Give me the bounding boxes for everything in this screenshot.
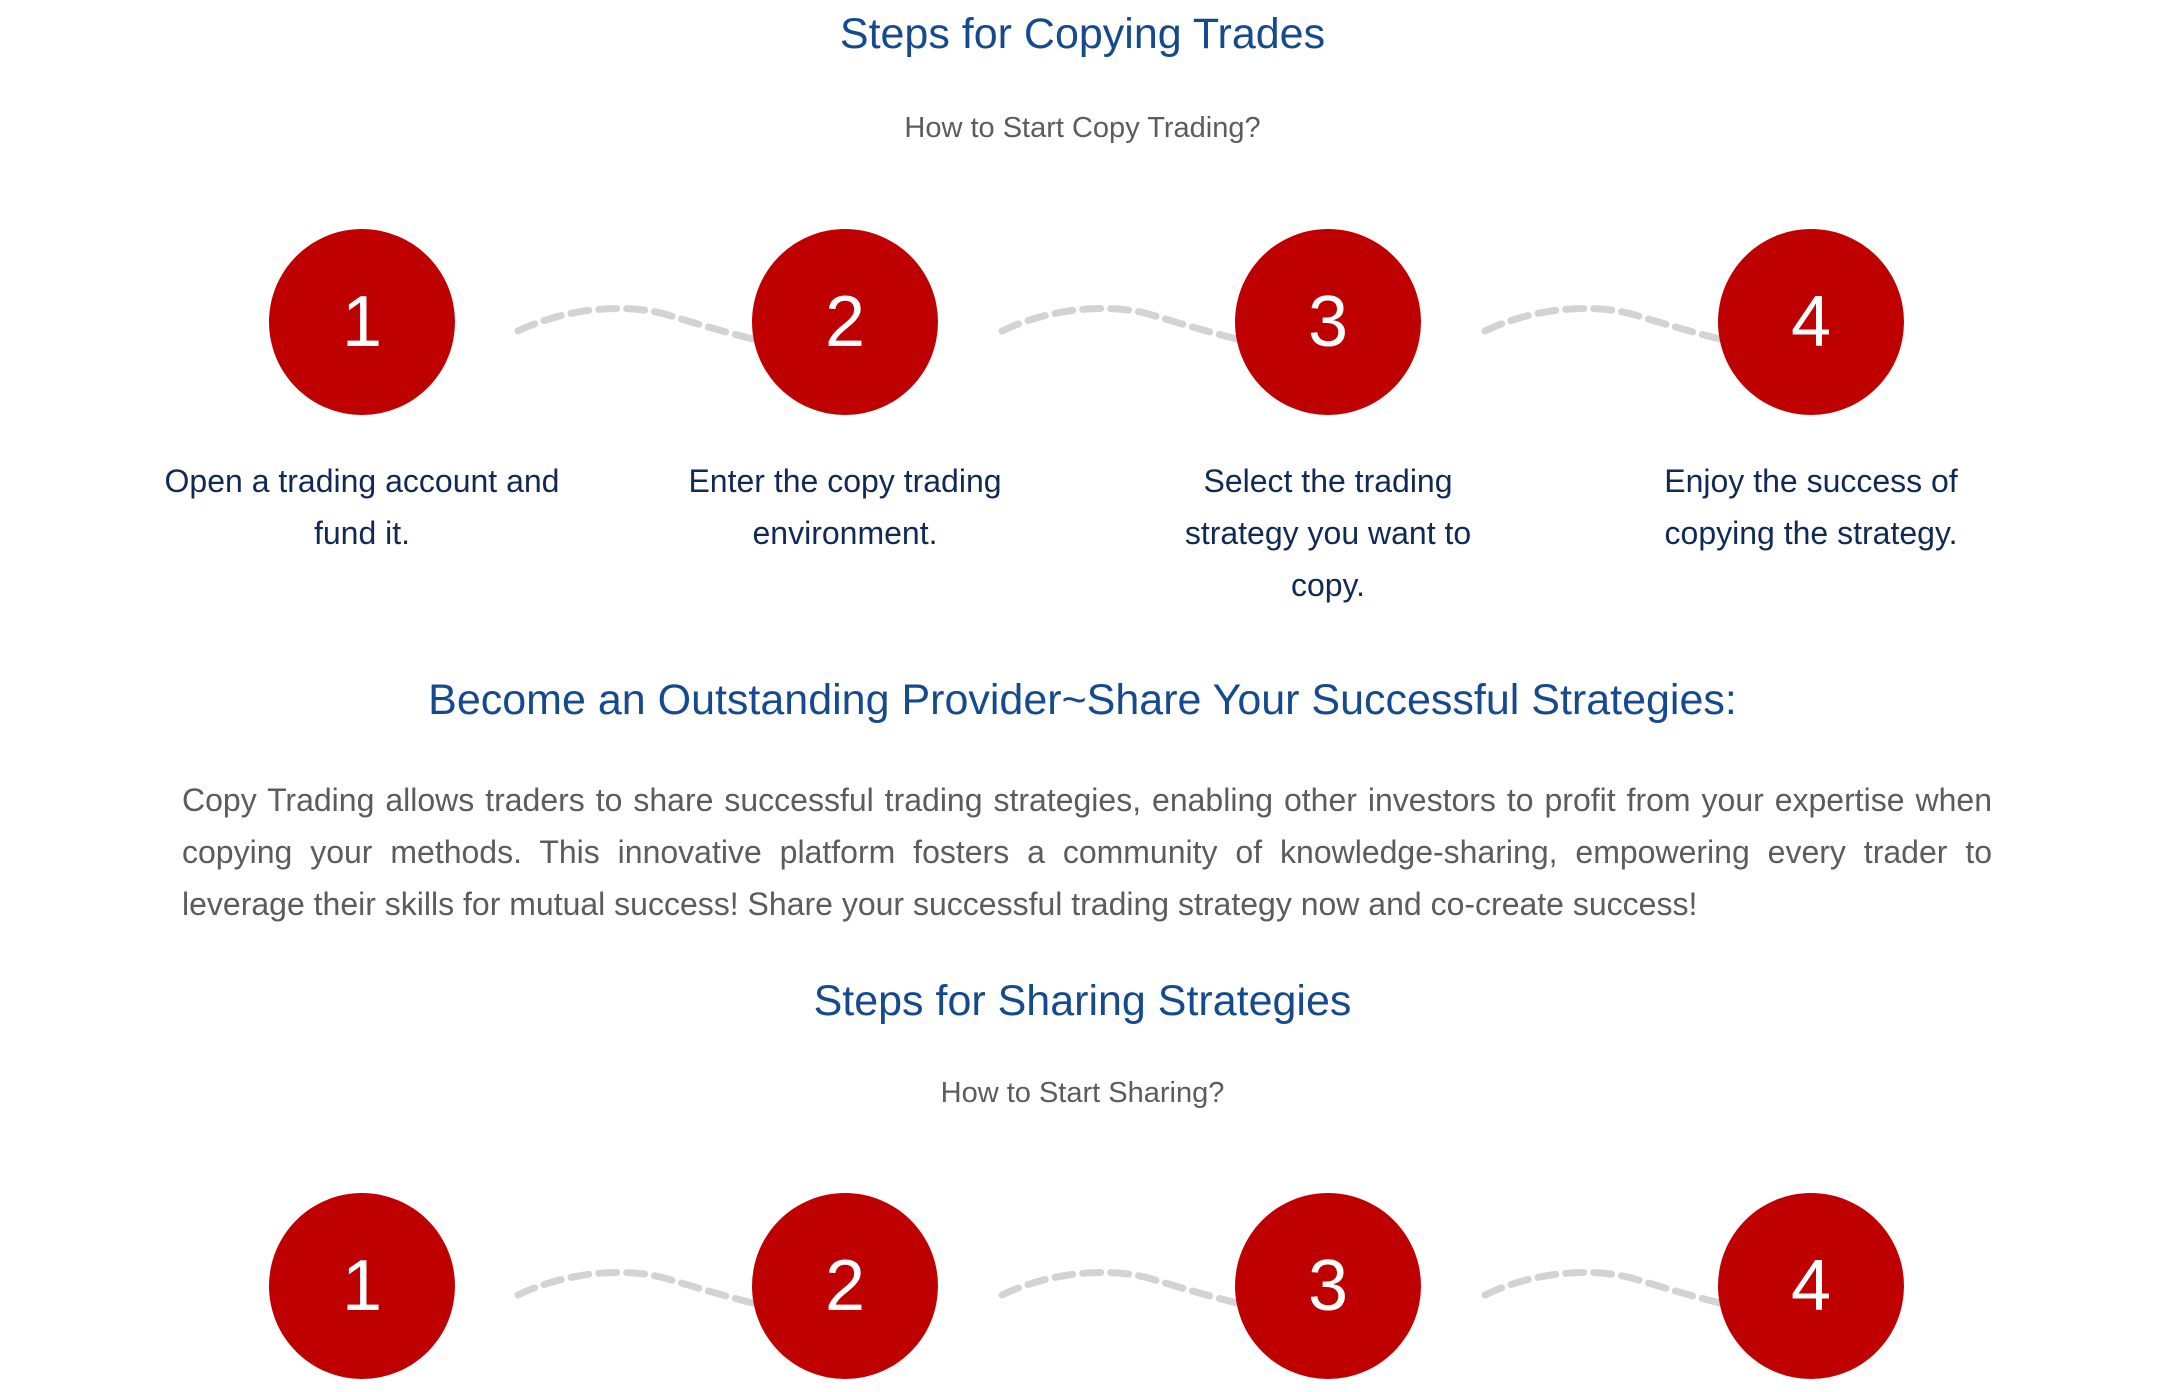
copy-section-subtitle: How to Start Copy Trading?: [904, 112, 1261, 144]
copy-section-title: Steps for Copying Trades: [839, 10, 1326, 58]
share-steps-row: 1 2 3 4: [0, 1193, 2165, 1383]
copy-connector-2: [998, 304, 1241, 343]
copy-steps-row: 1 2 3 4: [0, 229, 2165, 419]
provider-section-title: Become an Outstanding Provider~Share You…: [428, 676, 1737, 724]
copy-step-3-circle: 3: [1235, 229, 1421, 415]
copy-step-4-circle: 4: [1718, 229, 1904, 415]
share-step-1-circle: 1: [269, 1193, 455, 1379]
share-connector-3: [1481, 1268, 1724, 1307]
copy-step-3-label: Select the trading strategy you want to …: [1184, 463, 1472, 603]
copy-step-4-label: Enjoy the success of copying the strateg…: [1664, 463, 1958, 551]
provider-description: Copy Trading allows traders to share suc…: [182, 782, 1992, 922]
share-step-3-circle: 3: [1235, 1193, 1421, 1379]
copy-step-2-circle: 2: [752, 229, 938, 415]
share-step-2-circle: 2: [752, 1193, 938, 1379]
copy-step-2-label: Enter the copy trading environment.: [688, 463, 1002, 551]
share-connector-2: [998, 1268, 1241, 1307]
share-connector-1: [514, 1268, 757, 1307]
copy-step-1-label: Open a trading account and fund it.: [164, 463, 560, 551]
copy-connector-1: [514, 304, 757, 343]
share-step-4-circle: 4: [1718, 1193, 1904, 1379]
copy-step-1-circle: 1: [269, 229, 455, 415]
share-section-subtitle: How to Start Sharing?: [940, 1077, 1225, 1109]
share-section-title: Steps for Sharing Strategies: [813, 977, 1352, 1025]
copy-connector-3: [1481, 304, 1724, 343]
